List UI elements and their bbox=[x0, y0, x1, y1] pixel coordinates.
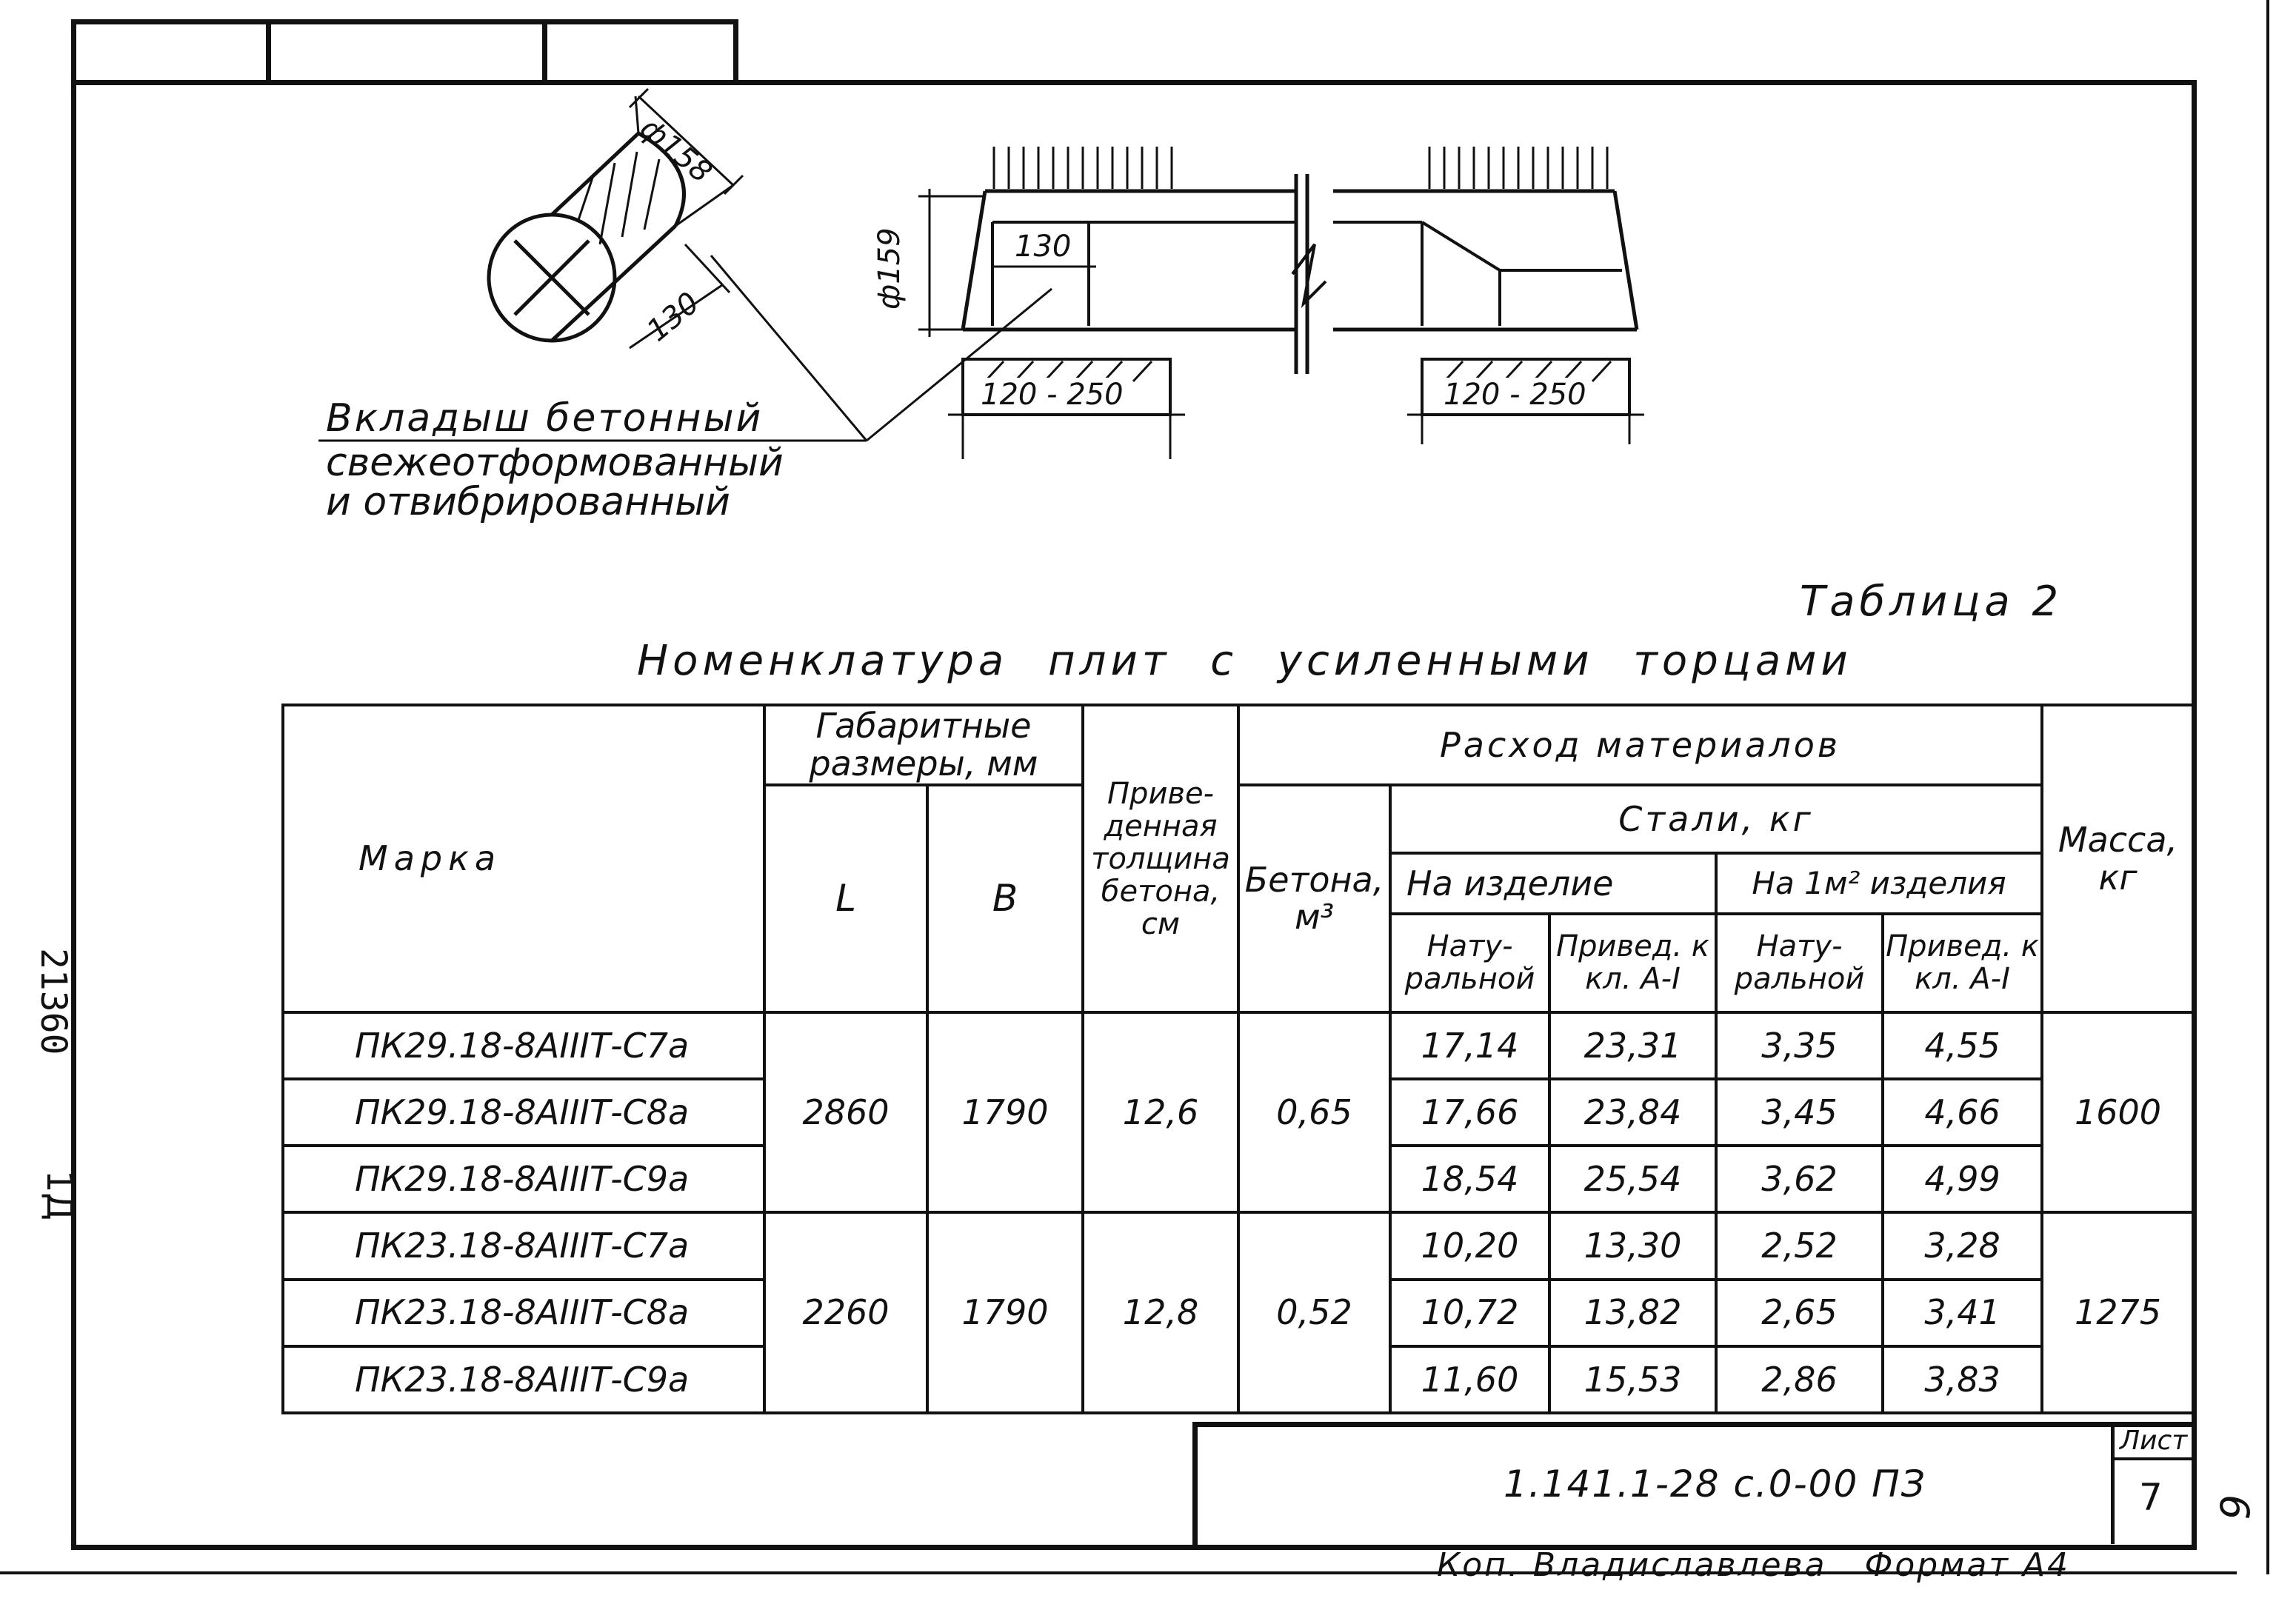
header-thickness: Приве-денная толщина бетона, см bbox=[1081, 703, 1241, 1015]
inventory-number: 21360 bbox=[33, 948, 74, 1055]
cell-mass: 1275 bbox=[2040, 1211, 2196, 1414]
header-per-m2: На 1м² изделия bbox=[1715, 851, 2044, 915]
table-title: Номенклатура плит с усиленными торцами bbox=[637, 637, 1852, 685]
header-natural-m2: Нату-ральной bbox=[1715, 912, 1885, 1015]
header-steel: Стали, кг bbox=[1389, 783, 2044, 855]
cell-B: 1790 bbox=[925, 1011, 1085, 1214]
stamp-box-3 bbox=[542, 19, 738, 80]
right-edge-line bbox=[2266, 0, 2269, 1574]
row-marka: ПК23.18-8АIIIТ-С7а bbox=[281, 1211, 766, 1281]
header-reduced-item: Привед. к кл. А-I bbox=[1548, 912, 1718, 1015]
cell-red-item: 13,30 bbox=[1548, 1211, 1718, 1281]
dim-phi159: ф159 bbox=[872, 227, 907, 310]
row-marka: ПК23.18-8АIIIТ-С9а bbox=[281, 1344, 766, 1415]
header-natural-item: Нату-ральной bbox=[1389, 912, 1552, 1015]
header-reduced-m2: Привед. к кл. А-I bbox=[1881, 912, 2044, 1015]
header-gabarit: Габаритные размеры, мм bbox=[762, 704, 1085, 786]
insert-label-line1: Вкладыш бетонный bbox=[326, 396, 764, 441]
cell-nat-item: 10,20 bbox=[1389, 1211, 1552, 1281]
header-L: L bbox=[763, 783, 929, 1015]
table-row: ПК23.18-8АIIIТ-С9а 11,60 15,53 2,86 3,83 bbox=[281, 1344, 2194, 1415]
table-row: ПК29.18-8АIIIТ-С7а 2860 1790 12,6 0,65 1… bbox=[281, 1011, 2196, 1214]
header-concrete: Бетона, м³ bbox=[1237, 783, 1392, 1015]
insert-label-line2: свежеотформованный bbox=[326, 441, 784, 485]
sheet-box-divider bbox=[2111, 1457, 2196, 1460]
row-marka: ПК23.18-8АIIIТ-С8а bbox=[281, 1277, 766, 1348]
frame-top bbox=[71, 80, 2197, 85]
header-B: B bbox=[925, 783, 1085, 1015]
cell-nat-m2: 2,86 bbox=[1715, 1344, 1885, 1415]
frame-bottom bbox=[71, 1545, 2197, 1550]
cell-nat-item: 11,60 bbox=[1389, 1344, 1552, 1415]
header-per-item: На изделие bbox=[1389, 851, 1718, 915]
header-consumption: Расход материалов bbox=[1237, 704, 2044, 786]
sheet-number: 7 bbox=[2139, 1476, 2163, 1519]
table-row: ПК29.18-8АIIIТ-С8а 17,66 23,84 3,45 4,66 bbox=[281, 1077, 2194, 1148]
cell-nat-item: 17,14 bbox=[1389, 1011, 1552, 1081]
cell-red-m2: 4,66 bbox=[1881, 1077, 2044, 1148]
header-mass: Масса, кг bbox=[2040, 703, 2196, 1015]
slab-section bbox=[918, 147, 1644, 459]
table-caption: Таблица 2 bbox=[1800, 578, 2063, 626]
sheet-label: Лист bbox=[2120, 1426, 2188, 1456]
cell-red-m2: 4,55 bbox=[1881, 1011, 2044, 1081]
cell-red-m2: 3,83 bbox=[1881, 1344, 2044, 1415]
nomenclature-table: Марка Габаритные размеры, мм Приве-денна… bbox=[281, 703, 2196, 1415]
cell-nat-m2: 2,52 bbox=[1715, 1211, 1885, 1281]
cell-red-item: 23,31 bbox=[1548, 1011, 1718, 1081]
cell-L: 2260 bbox=[763, 1211, 929, 1414]
row-marka: ПК29.18-8АIIIТ-С9а bbox=[281, 1144, 766, 1214]
frame-right bbox=[2192, 80, 2197, 1550]
cell-red-item: 25,54 bbox=[1548, 1144, 1718, 1214]
table-row: ПК23.18-8АIIIТ-С7а 2260 1790 12,8 0,52 1… bbox=[281, 1211, 2196, 1414]
cell-red-m2: 3,41 bbox=[1881, 1277, 2044, 1348]
slab-drawing bbox=[318, 87, 1644, 459]
table-row: ПК23.18-8АIIIТ-С8а 10,72 13,82 2,65 3,41 bbox=[281, 1277, 2194, 1348]
cell-nat-item: 18,54 bbox=[1389, 1144, 1552, 1214]
insert-cylinder bbox=[318, 87, 1052, 442]
footer-text: Коп. Владиславлева Формат А4 bbox=[1437, 1546, 2071, 1584]
dim-support-right: 120 - 250 bbox=[1441, 378, 1589, 412]
header-marka: Марка bbox=[281, 703, 766, 1015]
cell-thickness: 12,8 bbox=[1081, 1211, 1241, 1414]
row-marka: ПК29.18-8АIIIТ-С7а bbox=[281, 1011, 766, 1081]
document-code: 1.141.1-28 с.0-00 ПЗ bbox=[1504, 1463, 1926, 1506]
title-block bbox=[1192, 1422, 2196, 1548]
cell-red-item: 23,84 bbox=[1548, 1077, 1718, 1148]
corner-number: 6 bbox=[2211, 1494, 2257, 1520]
cell-L: 2860 bbox=[763, 1011, 929, 1214]
dim-support-left: 120 - 250 bbox=[978, 378, 1127, 412]
sheet-box bbox=[2111, 1422, 2196, 1544]
cell-red-m2: 3,28 bbox=[1881, 1211, 2044, 1281]
row-marka: ПК29.18-8АIIIТ-С8а bbox=[281, 1077, 766, 1148]
cell-nat-m2: 3,62 bbox=[1715, 1144, 1885, 1214]
cell-red-item: 13,82 bbox=[1548, 1277, 1718, 1348]
cell-nat-item: 10,72 bbox=[1389, 1277, 1552, 1348]
dim-130-slab: 130 bbox=[1015, 230, 1072, 264]
frame-left bbox=[71, 19, 76, 1549]
cell-nat-item: 17,66 bbox=[1389, 1077, 1552, 1148]
cell-nat-m2: 2,65 bbox=[1715, 1277, 1885, 1348]
cell-concrete: 0,65 bbox=[1237, 1011, 1392, 1214]
page-bottom-line bbox=[0, 1571, 2237, 1574]
cell-concrete: 0,52 bbox=[1237, 1211, 1392, 1414]
cell-thickness: 12,6 bbox=[1081, 1011, 1241, 1214]
cell-nat-m2: 3,45 bbox=[1715, 1077, 1885, 1148]
cell-red-item: 15,53 bbox=[1548, 1344, 1718, 1415]
cell-B: 1790 bbox=[925, 1211, 1085, 1414]
cell-mass: 1600 bbox=[2040, 1011, 2196, 1214]
insert-label-line3: и отвибрированный bbox=[326, 480, 730, 524]
cell-red-m2: 4,99 bbox=[1881, 1144, 2044, 1214]
table-row: ПК29.18-8АIIIТ-С9а 18,54 25,54 3,62 4,99 bbox=[281, 1144, 2194, 1214]
cell-nat-m2: 3,35 bbox=[1715, 1011, 1885, 1081]
side-mark: 1Д bbox=[39, 1170, 80, 1221]
